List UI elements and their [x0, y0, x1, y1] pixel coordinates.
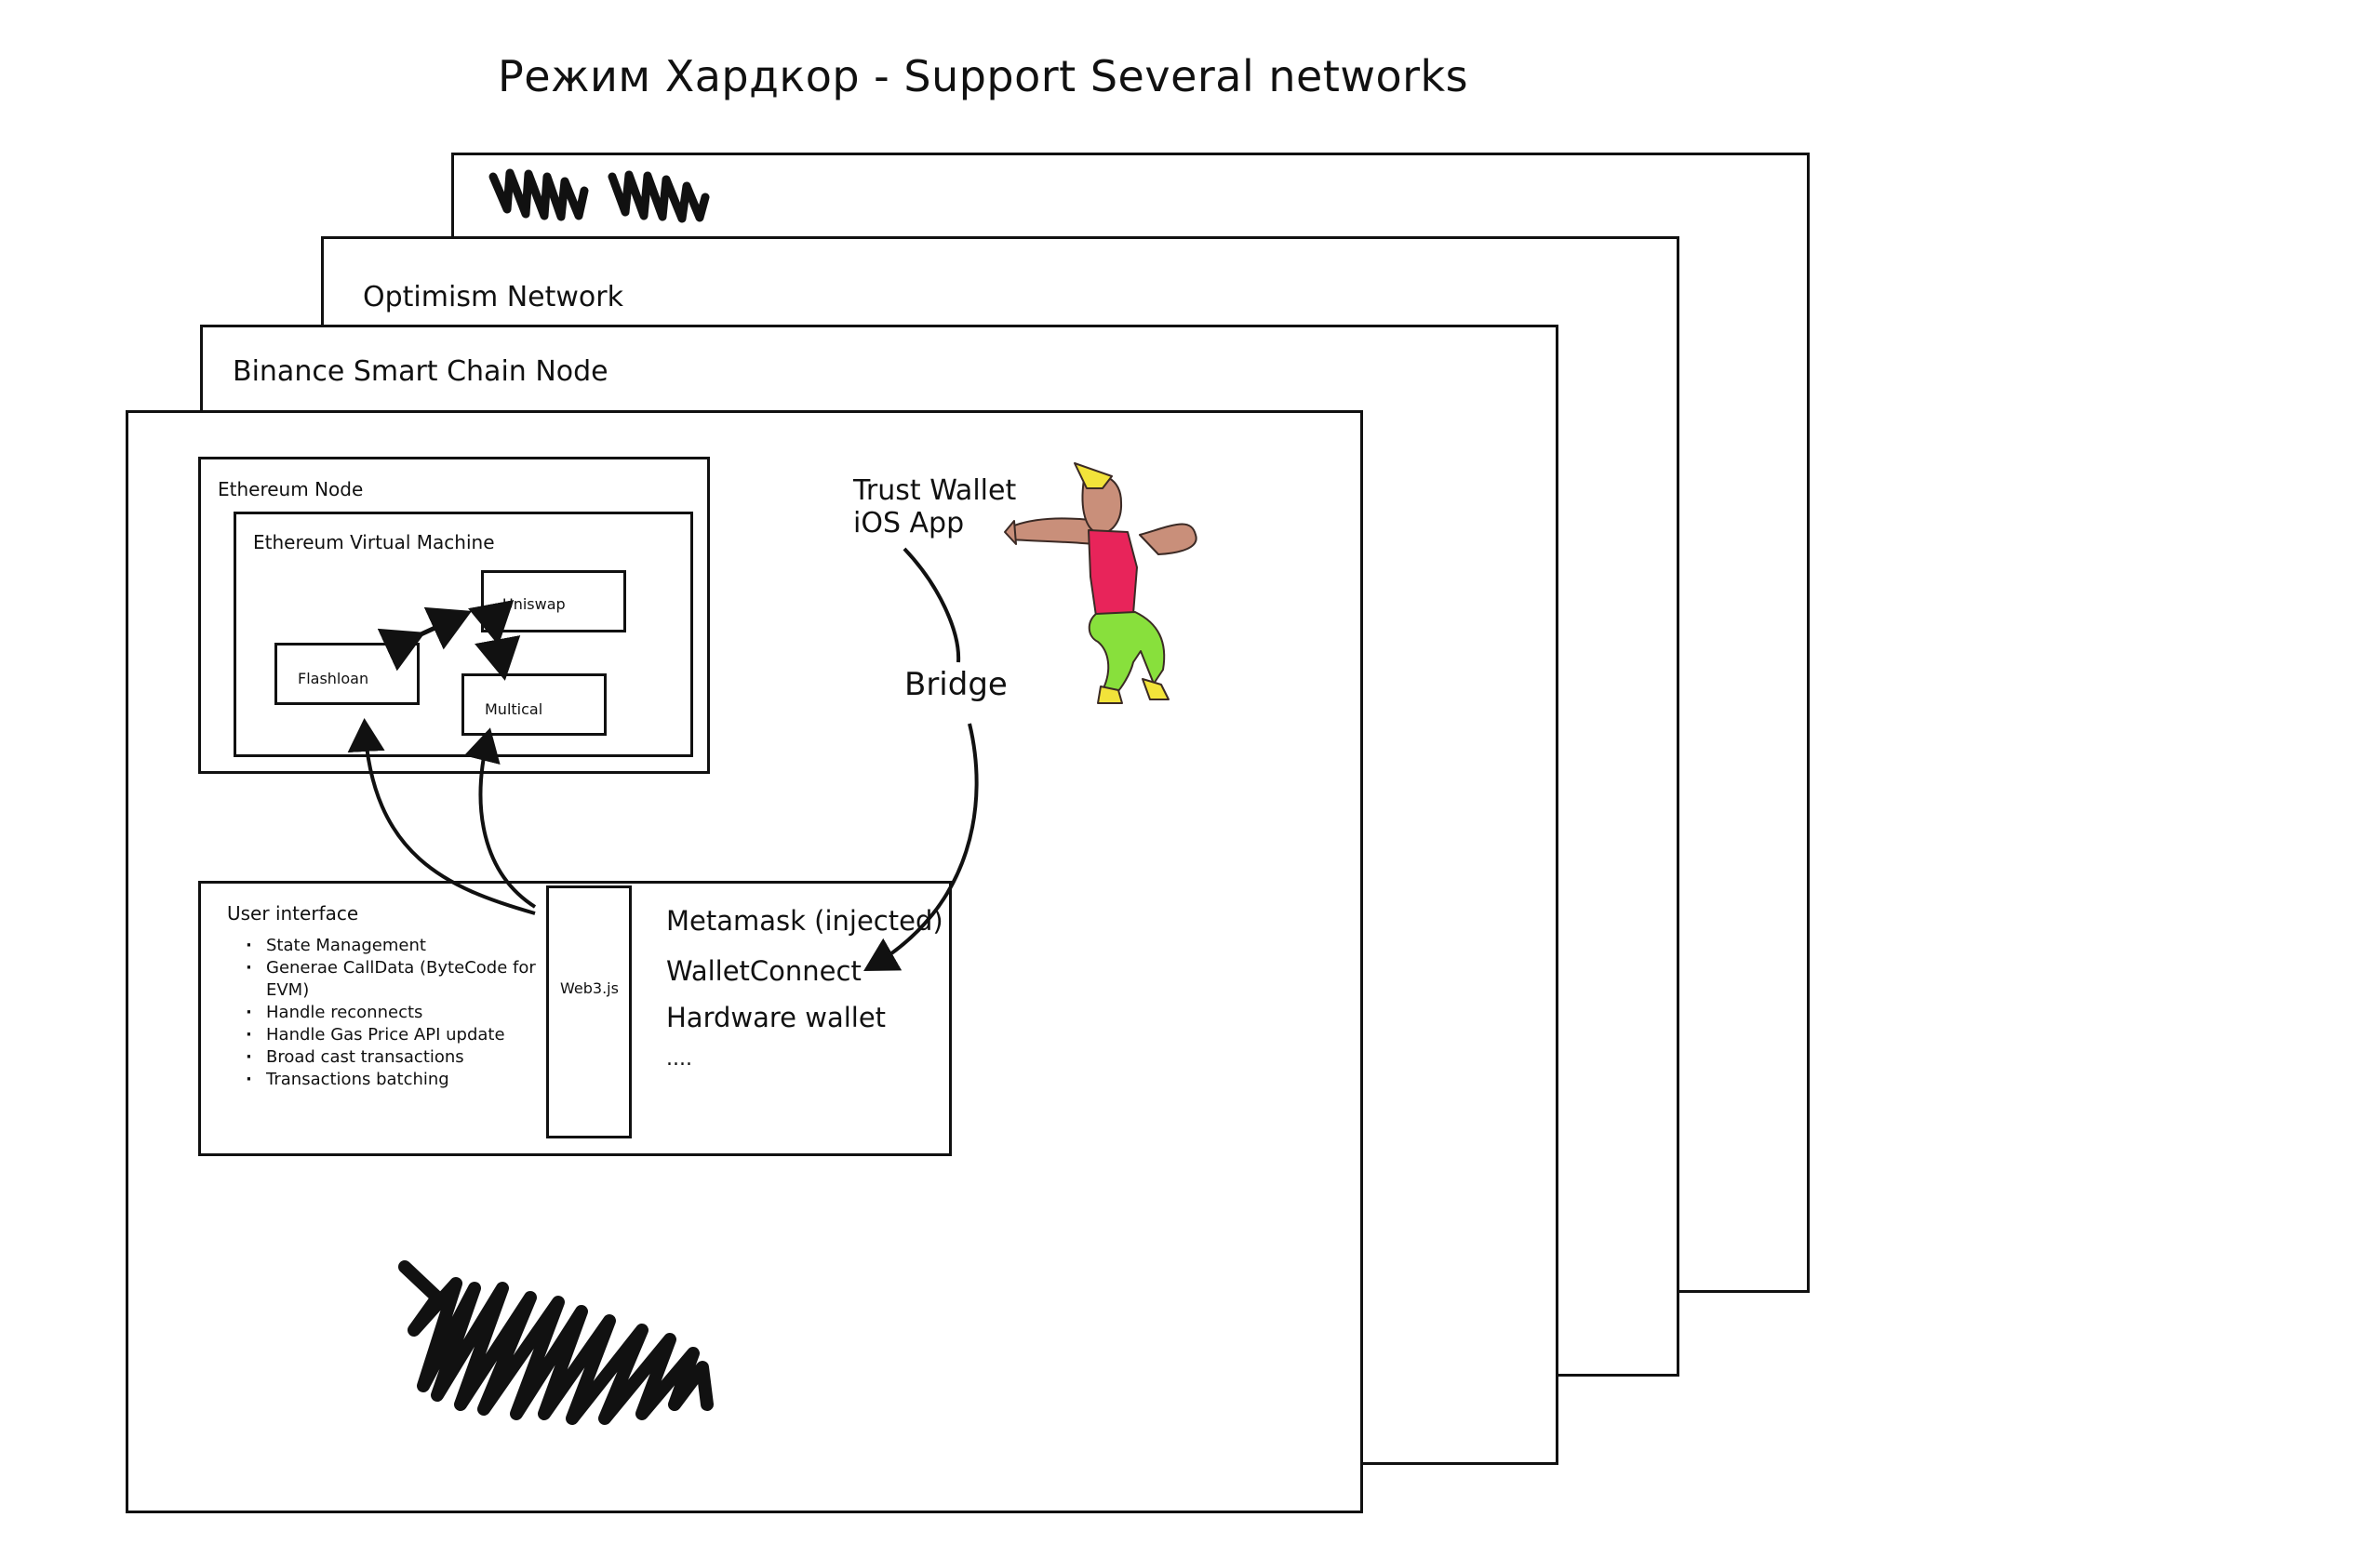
diagram-title: Режим Хардкор - Support Several networks: [498, 51, 1469, 101]
flashloan-label: Flashloan: [298, 670, 369, 687]
trust-wallet-label-line1: Trust Wallet: [853, 474, 1017, 507]
uniswap-label: Uniswap: [502, 595, 566, 613]
ui-list-item: Handle Gas Price API update: [240, 1024, 545, 1046]
user-interface-label: User interface: [227, 902, 359, 925]
wallet-option-hardware: Hardware wallet: [666, 1002, 887, 1033]
ui-list-item: Generae CallData (ByteCode for EVM): [240, 957, 545, 1002]
multical-box: Multical: [461, 673, 607, 736]
ui-list-item: Handle reconnects: [240, 1002, 545, 1024]
ethereum-node-label: Ethereum Node: [218, 478, 364, 500]
web3-box: Web3.js: [546, 885, 632, 1138]
wallet-option-walletconnect: WalletConnect: [666, 955, 862, 987]
bridge-label: Bridge: [904, 666, 1008, 703]
multical-label: Multical: [485, 700, 543, 718]
bsc-network-label: Binance Smart Chain Node: [233, 355, 608, 388]
flashloan-box: Flashloan: [274, 643, 420, 705]
ui-list-item: Transactions batching: [240, 1069, 545, 1091]
web3-label: Web3.js: [560, 979, 619, 997]
evm-label: Ethereum Virtual Machine: [253, 531, 495, 553]
wallet-option-metamask: Metamask (injected): [666, 905, 943, 937]
wallet-option-more: ....: [666, 1047, 692, 1071]
ui-list-item: State Management: [240, 935, 545, 957]
ui-list-item: Broad cast transactions: [240, 1046, 545, 1069]
uniswap-box: Uniswap: [481, 570, 626, 632]
optimism-network-label: Optimism Network: [363, 281, 623, 313]
trust-wallet-label-line2: iOS App: [853, 507, 965, 539]
user-interface-list: State Management Generae CallData (ByteC…: [240, 935, 545, 1091]
